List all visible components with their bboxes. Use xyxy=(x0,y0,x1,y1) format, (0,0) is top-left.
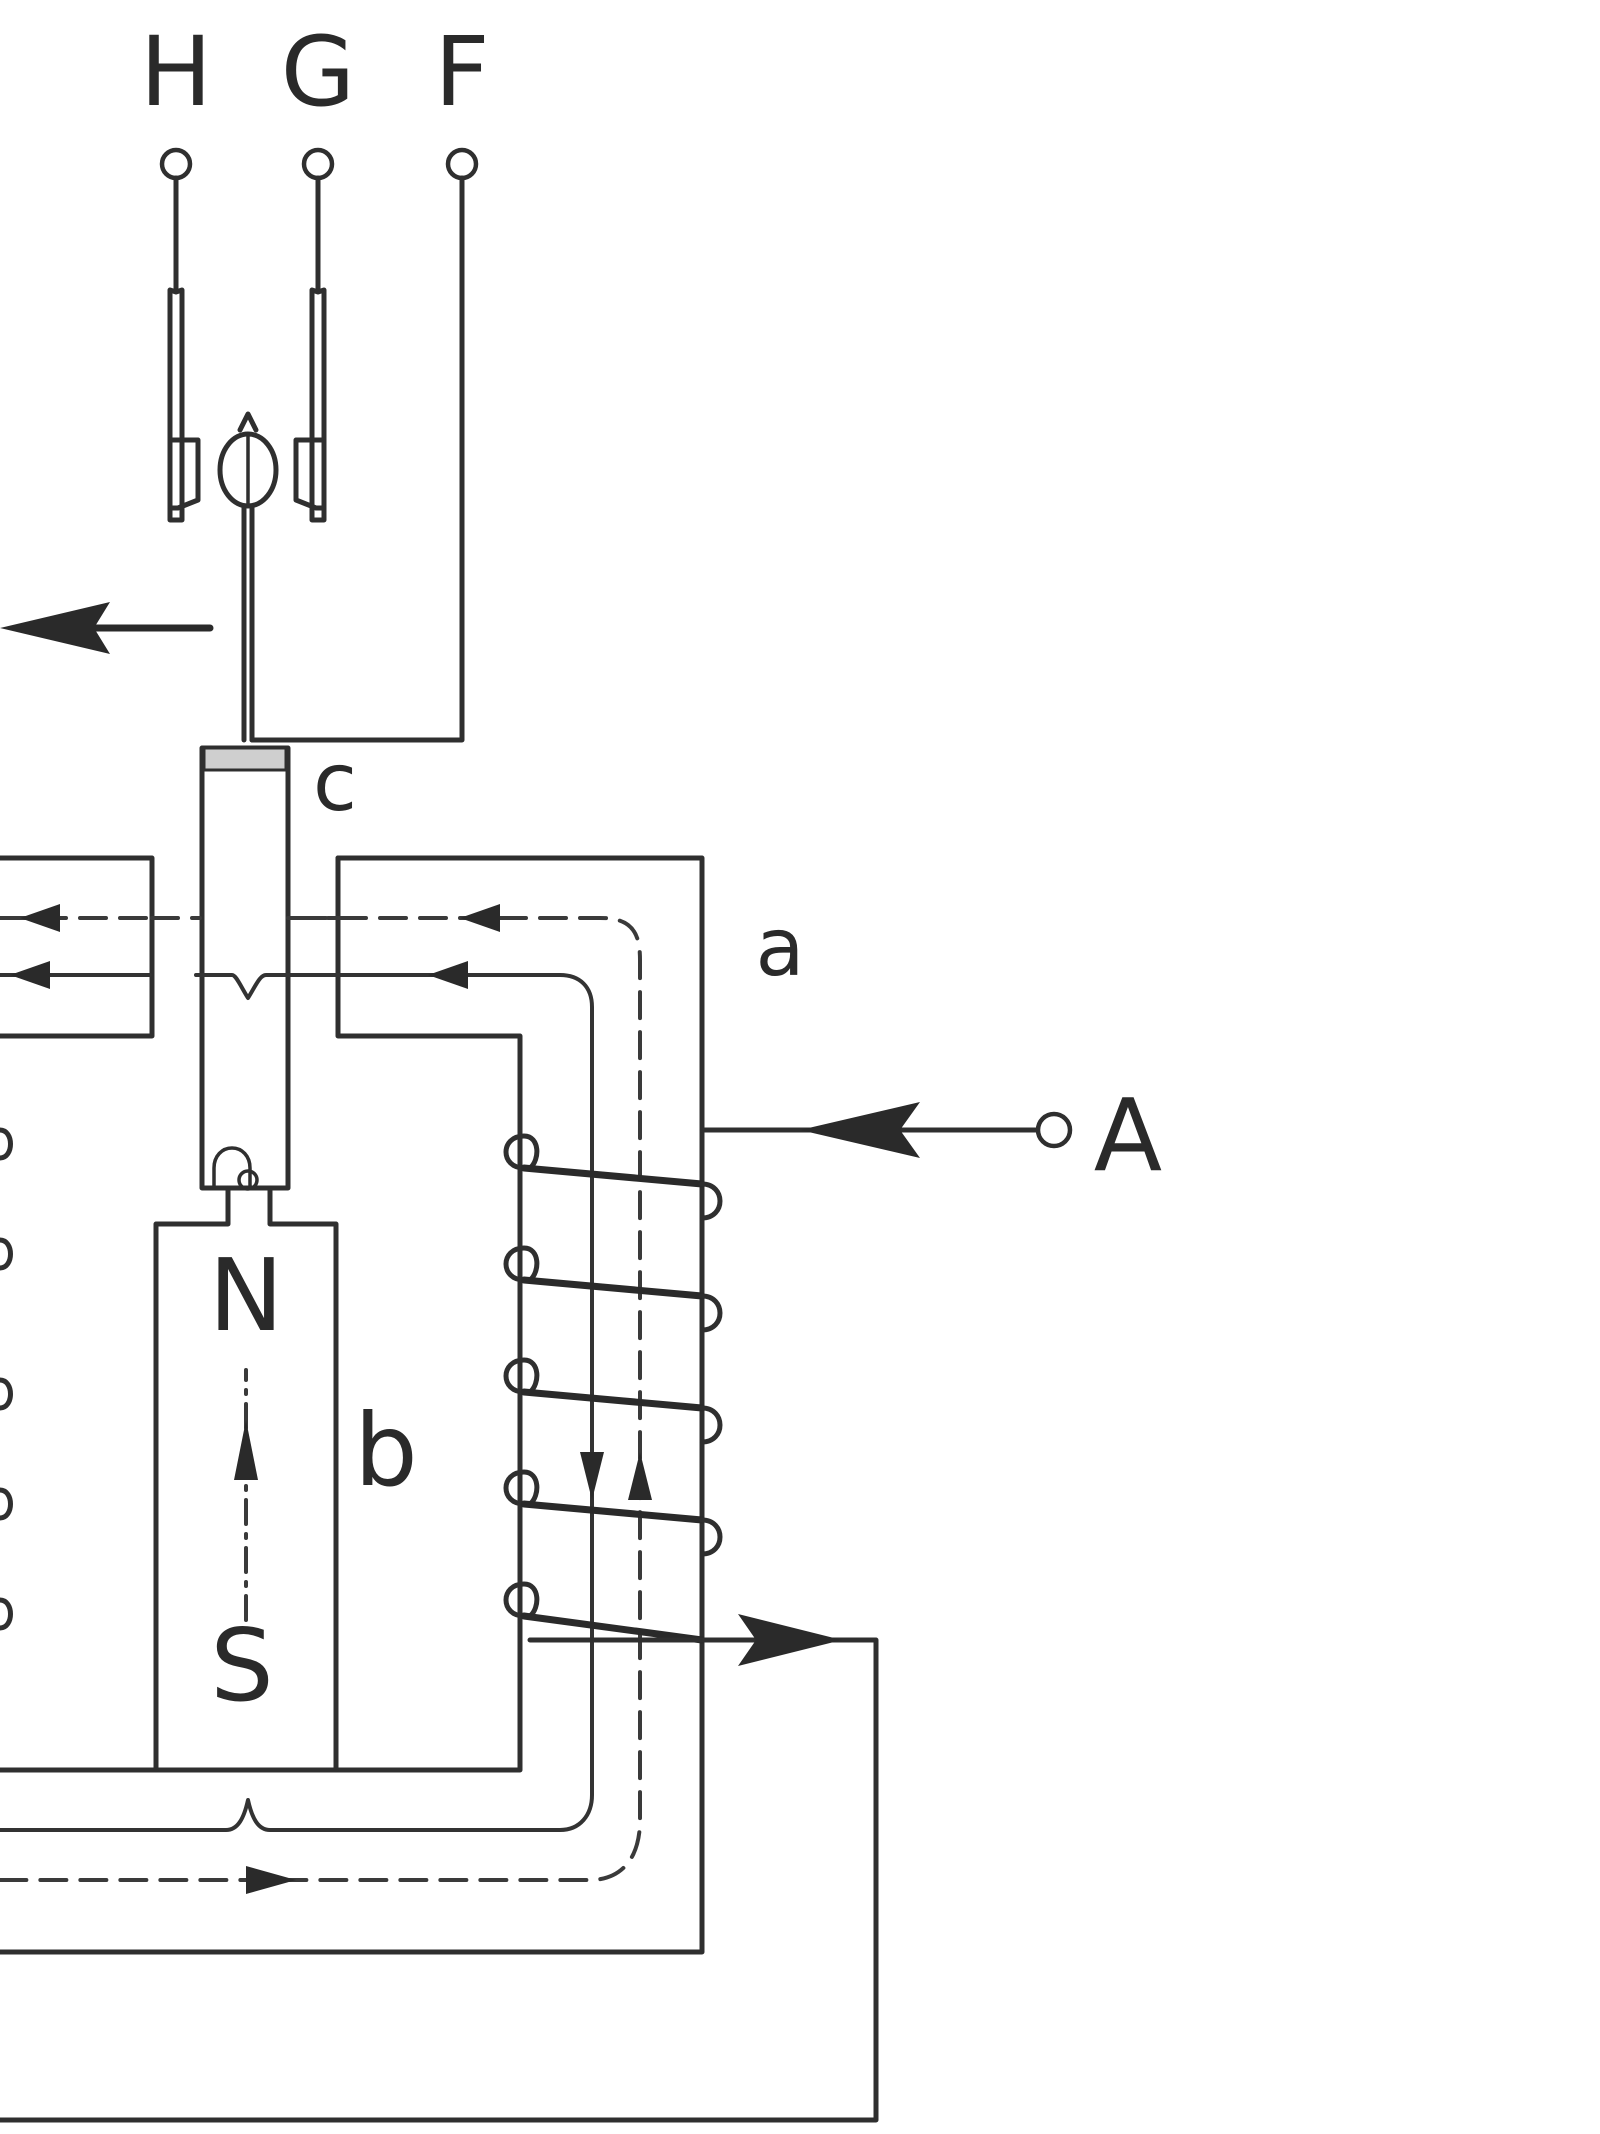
label-part-a: a xyxy=(755,901,804,994)
terminal-a xyxy=(1035,1111,1073,1149)
terminal-h xyxy=(159,147,193,181)
coil-winding xyxy=(503,1133,723,1644)
magnet-b xyxy=(153,1185,339,1773)
wire-f-to-c xyxy=(249,175,465,743)
terminal-f xyxy=(445,147,479,181)
label-terminal-h: H xyxy=(140,16,212,128)
armature-contact xyxy=(217,411,279,743)
label-pole-n: N xyxy=(209,1237,284,1354)
left-coil-partial xyxy=(0,1127,13,1631)
label-pole-s: S xyxy=(210,1607,273,1724)
reed-tube-c xyxy=(199,745,291,1191)
terminal-g xyxy=(301,147,335,181)
flux-paths xyxy=(0,904,652,1894)
magnet-flux-arrow xyxy=(234,1368,258,1622)
left-core-stub xyxy=(0,855,155,1039)
label-terminal-a: A xyxy=(1094,1077,1162,1194)
return-lead xyxy=(0,1614,879,2123)
label-part-c: c xyxy=(313,736,357,829)
yoke-a xyxy=(0,855,705,1955)
label-part-b: b xyxy=(354,1392,417,1509)
contact-leads xyxy=(167,175,327,523)
label-terminal-g: G xyxy=(281,16,355,128)
lead-a xyxy=(699,1102,1073,1158)
label-terminal-f: F xyxy=(434,16,489,128)
motion-arrow xyxy=(0,602,214,654)
